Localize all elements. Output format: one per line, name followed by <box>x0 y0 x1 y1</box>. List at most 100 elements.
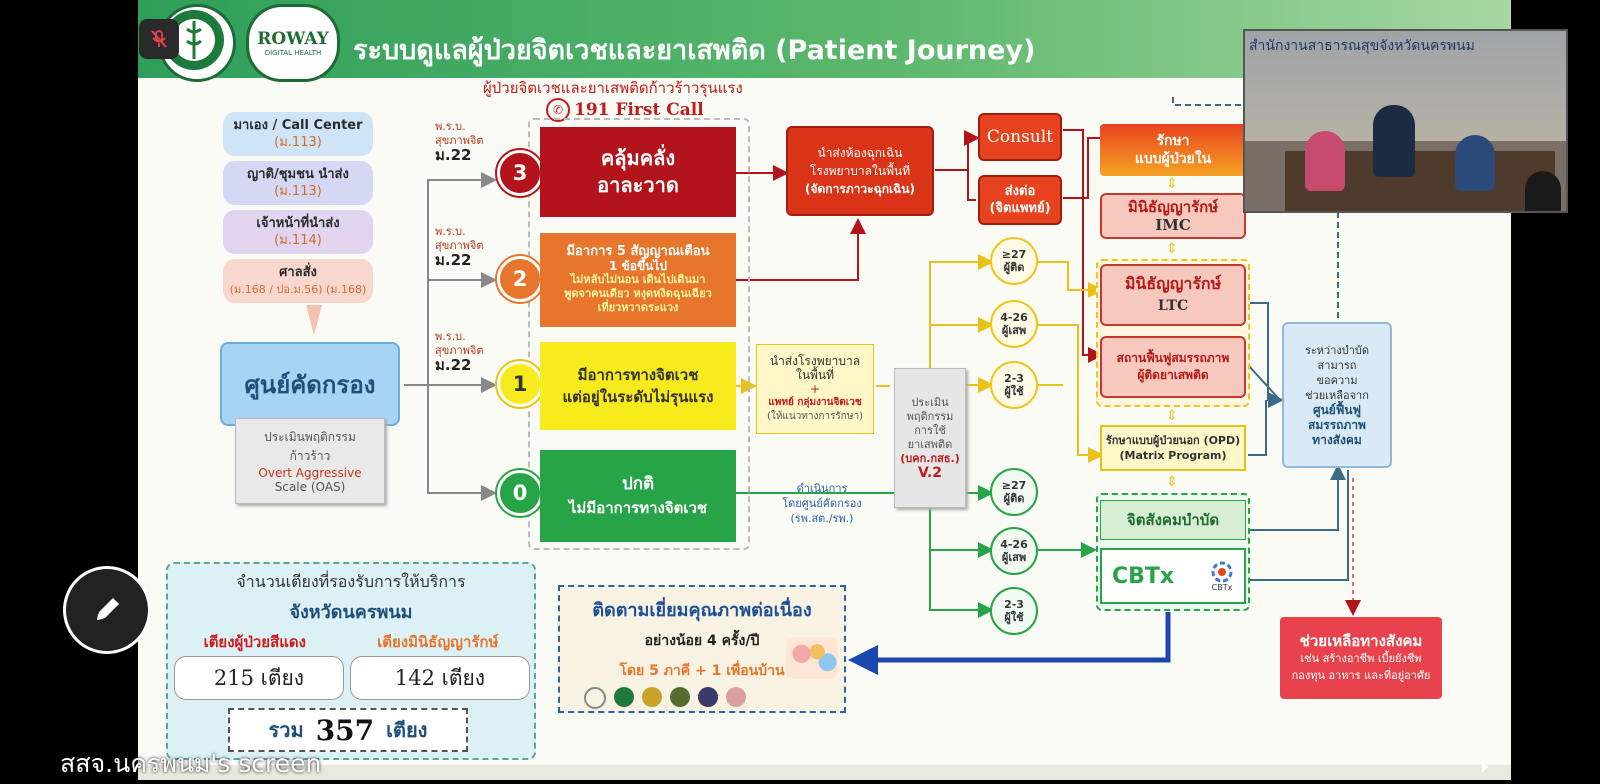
gold-badge-icon <box>642 687 662 707</box>
source-label: ศาลสั่ง <box>279 265 317 280</box>
search-icon <box>584 687 606 709</box>
da-line3: การใช้ <box>914 424 946 437</box>
people-illustration-icon <box>786 637 838 679</box>
total-suffix: เตียง <box>386 718 428 742</box>
law-small: สุขภาพจิต <box>435 344 484 357</box>
src-line4: ช่วยเหลือจาก <box>1305 388 1369 402</box>
score-value: 4-26 <box>1000 311 1028 324</box>
crest-icon <box>726 687 746 707</box>
level-2-line3: ไม่หลับไม่นอน เดินไปเดินมา <box>570 273 706 286</box>
src-line7: ทางสังคม <box>1312 432 1362 447</box>
mini-beds-label: เตียงมินิธัญญารักษ์ <box>377 633 499 651</box>
er-line3: (จัดการภาวะฉุกเฉิน) <box>805 182 915 196</box>
score-label: ผู้ติด <box>1003 492 1025 505</box>
opd-box: รักษาแบบผู้ป่วยนอก (OPD) (Matrix Program… <box>1100 425 1246 471</box>
score-value: ≥27 <box>1001 248 1027 261</box>
da-line4: ยาเสพติด <box>907 438 953 451</box>
first-call-label: 191 First Call <box>574 100 704 120</box>
screen-share-label: สสจ.นครพนม's screen <box>60 749 322 778</box>
subtitle: ผู้ป่วยจิตเวชและยาเสพติดก้าวร้าวรุนแรง <box>483 79 743 97</box>
level-2-line1: มีอาการ 5 สัญญาณเตือน <box>566 244 710 259</box>
police-badge-icon <box>698 687 718 707</box>
roway-logo-text: ROWAY <box>257 29 329 49</box>
source-law: (ม.113) <box>274 135 322 150</box>
law-big: ม.22 <box>435 146 472 164</box>
sco-line3: (รพ.สต./รพ.) <box>790 511 854 525</box>
score-value: 2-3 <box>1004 372 1024 385</box>
score-label: ผู้ใช้ <box>1004 385 1024 398</box>
red-beds-count: 215 เตียง <box>174 656 344 700</box>
social-help-line2: กองทุน อาหาร และที่อยู่อาศัย <box>1291 668 1431 682</box>
updown-arrow-icon: ⇕ <box>1166 474 1178 490</box>
score-value: ≥27 <box>1001 479 1027 492</box>
score-addict-lower: ≥27 ผู้ติด <box>990 468 1038 516</box>
cbtx-box: CBTx CBTx <box>1100 548 1246 604</box>
source-relative-community: ญาติ/ชุมชน นำส่ง (ม.113) <box>223 161 373 205</box>
inpatient-line2: แบบผู้ป่วยใน <box>1134 151 1212 167</box>
law-big: ม.22 <box>435 356 472 374</box>
score-user-lower: 4-26 ผู้เสพ <box>990 527 1038 575</box>
er-line1: นำส่งห้องฉุกเฉิน <box>817 146 903 160</box>
consult-label: Consult <box>986 127 1054 147</box>
refer-box: ส่งต่อ (จิตแพทย์) <box>978 175 1062 225</box>
source-law: (ม.113) <box>274 184 322 199</box>
psych-social-box: จิตสังคมบำบัด <box>1100 500 1246 540</box>
inpatient-box: รักษา แบบผู้ป่วยใน <box>1100 124 1246 176</box>
slide-title: ระบบดูแลผู้ป่วยจิตเวชและยาเสพติด (Patien… <box>353 35 1036 66</box>
green-badge-icon <box>670 687 690 707</box>
red-beds-label: เตียงผู้ป่วยสีแดง <box>203 633 306 651</box>
score-label: ผู้ใช้ <box>1004 611 1024 624</box>
rehab-line1: สถานฟื้นฟูสมรรถภาพ <box>1116 351 1230 365</box>
source-court-order: ศาลสั่ง (ม.168 / ปอ.ม.56) (ม.168) <box>223 259 373 303</box>
score-occasional-upper: 2-3 ผู้ใช้ <box>990 361 1038 409</box>
ltc-line2: LTC <box>1157 298 1189 314</box>
imc-box: มินิธัญญารักษ์ IMC <box>1100 193 1246 239</box>
level-0-line1: ปกติ <box>621 474 655 494</box>
updown-arrow-icon: ⇕ <box>1166 241 1178 257</box>
lh-line1: นำส่งโรงพยาบาล <box>769 354 861 368</box>
psych-social-label: จิตสังคมบำบัด <box>1126 511 1220 529</box>
level-2-line2: 1 ข้อขึ้นไป <box>609 259 667 273</box>
law-small: พ.ร.บ. <box>435 330 466 343</box>
source-law: (ม.114) <box>274 233 322 248</box>
mic-muted-icon <box>151 30 167 48</box>
ltc-line1: มินิธัญญารักษ์ <box>1124 274 1222 293</box>
red-beds-value: 215 เตียง <box>213 665 305 690</box>
level-1-box: มีอาการทางจิตเวช แต่อยู่ในระดับไม่รุนแรง <box>540 342 736 430</box>
cbtx-logo: CBTx <box>1210 561 1234 592</box>
partner-logos <box>584 687 746 709</box>
src-line3: ขอความ <box>1316 373 1358 387</box>
level-3-line1: คลุ้มคลั่ง <box>600 146 676 170</box>
participant-2 <box>1373 105 1415 177</box>
score-addict-upper: ≥27 ผู้ติด <box>990 237 1038 285</box>
rehab-box: สถานฟื้นฟูสมรรถภาพ ผู้ติดยาเสพติด <box>1100 336 1246 398</box>
cbtx-label: CBTx <box>1112 563 1175 589</box>
local-hospital-box: นำส่งโรงพยาบาล ในพื้นที่ + แพทย์ กลุ่มงา… <box>756 344 874 434</box>
video-tile[interactable]: สำนักงานสาธารณสุขจังหวัดนครพนม <box>1243 29 1568 213</box>
source-label: ญาติ/ชุมชน นำส่ง <box>247 167 349 182</box>
level-2-circle: 2 <box>497 256 543 302</box>
followup-partners: โดย 5 ภาคี + 1 เพื่อนบ้าน <box>619 663 785 679</box>
da-line5: (บคก.กสธ.) <box>900 452 960 465</box>
level-0-box: ปกติ ไม่มีอาการทางจิตเวช <box>540 450 736 542</box>
src-line5: ศูนย์ฟื้นฟู <box>1312 402 1362 417</box>
level-1-line1: มีอาการทางจิตเวช <box>577 366 699 384</box>
total-value: 357 <box>315 713 375 747</box>
imc-line2: IMC <box>1155 216 1191 234</box>
moph-badge-icon <box>614 687 634 707</box>
inpatient-line1: รักษา <box>1156 133 1190 149</box>
levels-group <box>528 118 750 550</box>
oas-line: ประเมินพฤติกรรม <box>264 430 356 444</box>
level-1-circle: 1 <box>497 361 543 407</box>
participant-4 <box>1525 171 1561 211</box>
total-prefix: รวม <box>268 718 304 742</box>
annotate-button[interactable] <box>63 566 151 654</box>
participant-1 <box>1305 131 1345 191</box>
sco-line1: ดำเนินการ <box>796 481 848 495</box>
refer-line1: ส่งต่อ <box>1004 184 1036 199</box>
roway-logo: ROWAY DIGITAL HEALTH <box>246 4 340 82</box>
level-2-line5: เที่ยวหวาดระแวง <box>597 301 679 314</box>
er-line2: โรงพยาบาลในพื้นที่ <box>809 164 911 178</box>
mic-muted-button[interactable] <box>139 19 179 59</box>
score-occasional-lower: 2-3 ผู้ใช้ <box>990 587 1038 635</box>
